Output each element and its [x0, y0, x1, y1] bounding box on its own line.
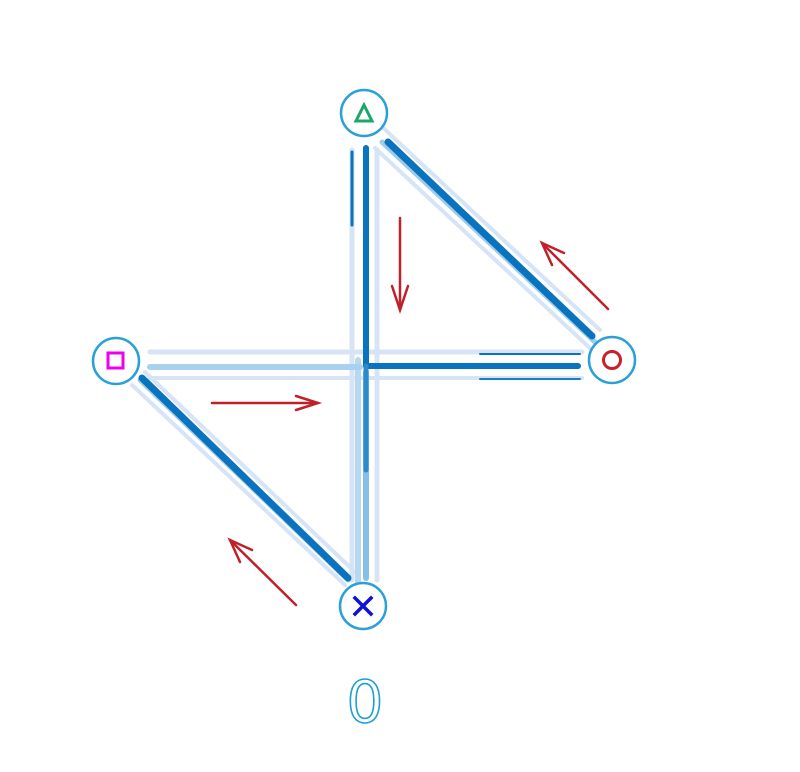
node-bottom[interactable] — [338, 581, 388, 631]
triangle-icon — [353, 101, 375, 123]
edge-left-bottom-light-1 — [130, 383, 347, 587]
arrow-up-left-top — [539, 240, 610, 311]
zero-label: 0 — [347, 668, 384, 736]
node-right[interactable] — [587, 335, 637, 385]
arrows — [210, 216, 610, 607]
dark-edges — [138, 138, 596, 582]
cross-icon — [352, 595, 374, 617]
arrow-down — [390, 216, 410, 314]
arrow-right — [210, 394, 323, 412]
edge-top-right-light-1 — [378, 123, 602, 332]
circle-icon — [602, 350, 622, 370]
node-top[interactable] — [339, 88, 389, 138]
arrow-up-left-bottom — [227, 537, 298, 607]
square-icon — [106, 351, 125, 370]
edge-left-bottom-dark — [138, 374, 352, 582]
node-left[interactable] — [91, 336, 141, 386]
edge-left-bottom-light-2 — [143, 370, 357, 574]
edge-top-right-light-2 — [373, 146, 594, 352]
edge-top-right-dark — [384, 138, 596, 340]
bottom-label: 0 — [346, 667, 385, 737]
